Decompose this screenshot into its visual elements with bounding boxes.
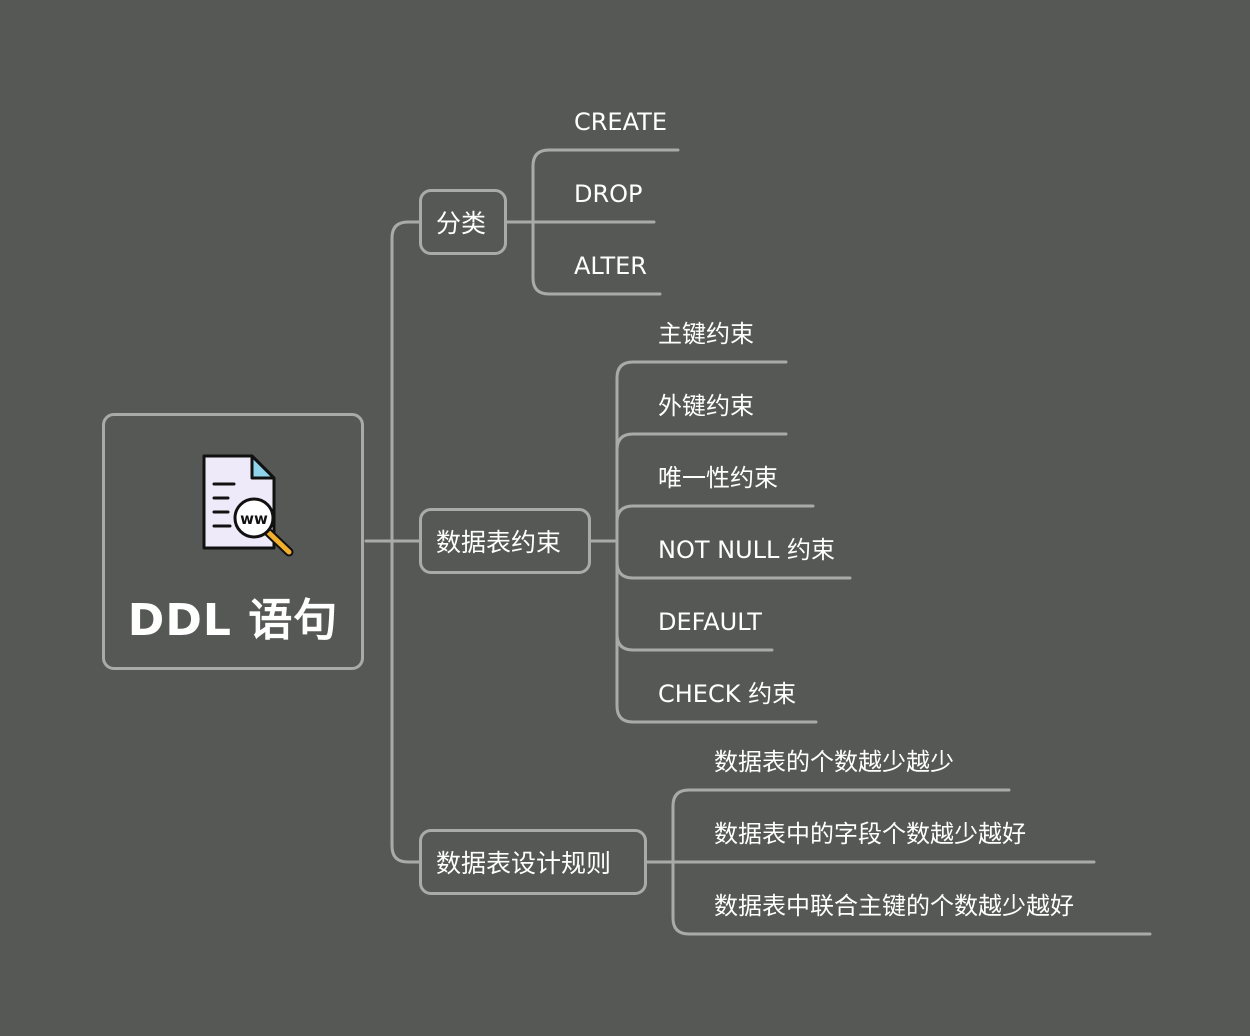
connector-leaf-rule-1 bbox=[671, 788, 1011, 864]
leaf-primary-key[interactable]: 主键约束 bbox=[658, 320, 754, 348]
svg-text:ww: ww bbox=[240, 510, 268, 528]
leaf-default[interactable]: DEFAULT bbox=[658, 608, 762, 636]
leaf-alter[interactable]: ALTER bbox=[574, 252, 647, 280]
connector-leaf-pk bbox=[615, 360, 788, 543]
root-node[interactable] bbox=[102, 413, 364, 670]
leaf-create[interactable]: CREATE bbox=[574, 108, 667, 136]
leaf-unique[interactable]: 唯一性约束 bbox=[658, 464, 778, 492]
branch-table-design-rules[interactable]: 数据表设计规则 bbox=[419, 829, 647, 895]
connector-leaf-fk bbox=[615, 432, 788, 543]
branch-table-constraints[interactable]: 数据表约束 bbox=[419, 508, 591, 574]
connector-leaf-create bbox=[531, 148, 680, 224]
connector-leaf-unique bbox=[615, 504, 815, 543]
connector-leaf-rule-3 bbox=[671, 860, 1152, 936]
root-title: DDL 语句 bbox=[127, 595, 339, 646]
leaf-rule-table-count[interactable]: 数据表的个数越少越少 bbox=[714, 748, 954, 776]
leaf-drop[interactable]: DROP bbox=[574, 180, 643, 208]
leaf-check[interactable]: CHECK 约束 bbox=[658, 680, 797, 708]
leaf-rule-field-count[interactable]: 数据表中的字段个数越少越好 bbox=[714, 820, 1026, 848]
leaf-not-null[interactable]: NOT NULL 约束 bbox=[658, 536, 836, 564]
web-document-search-icon: ww bbox=[202, 454, 294, 557]
connector-leaf-check bbox=[615, 539, 818, 724]
branch-classification[interactable]: 分类 bbox=[419, 189, 507, 255]
leaf-rule-composite-key[interactable]: 数据表中联合主键的个数越少越好 bbox=[714, 892, 1074, 920]
leaf-foreign-key[interactable]: 外键约束 bbox=[658, 392, 754, 420]
connector-leaf-alter bbox=[531, 220, 662, 296]
connector-trunk bbox=[390, 220, 421, 864]
